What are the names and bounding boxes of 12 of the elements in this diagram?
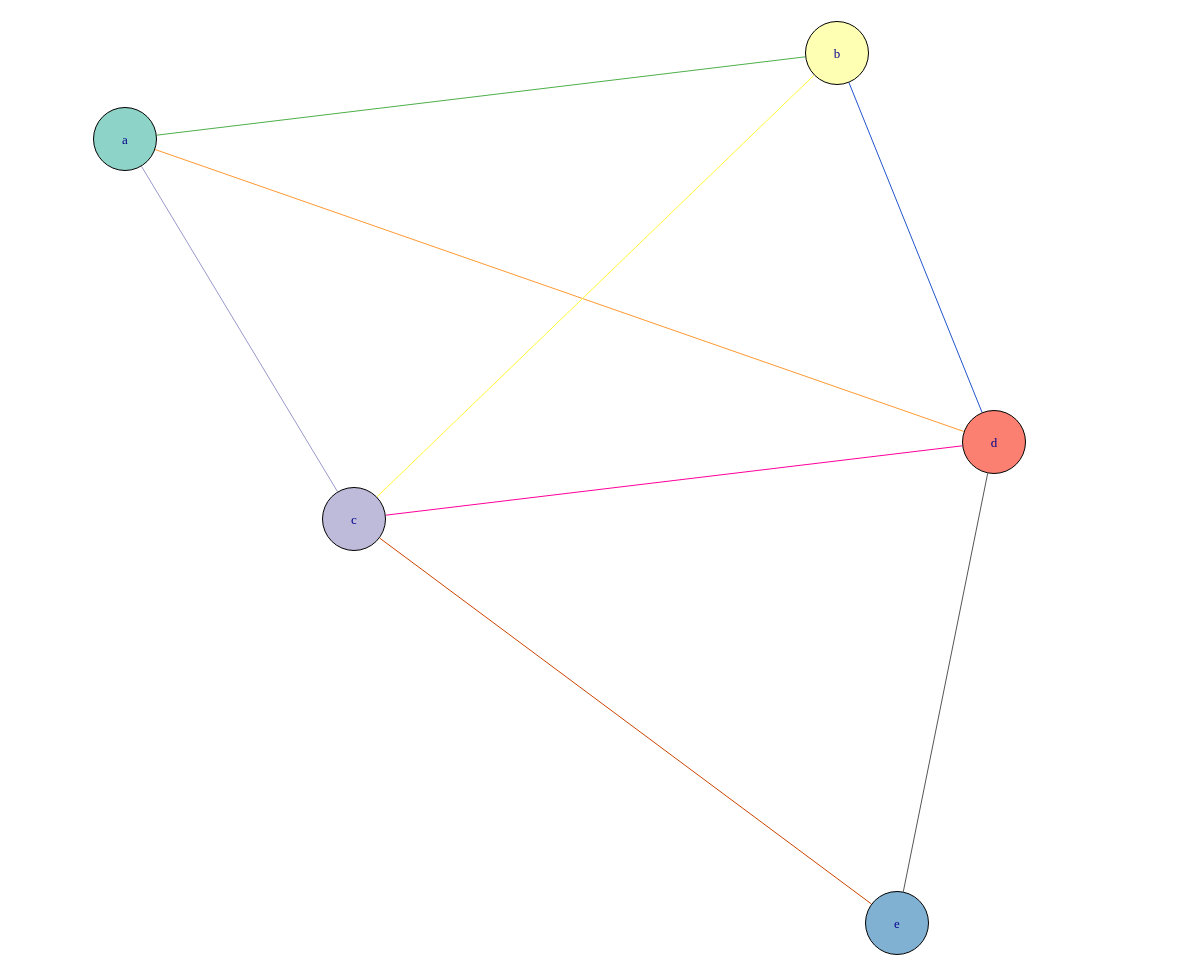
connector-line (141, 165, 338, 493)
node-label: e (894, 916, 900, 930)
node-label: d (990, 435, 998, 449)
connector-line (156, 56, 806, 136)
connector-line (902, 472, 989, 893)
connector-line (376, 74, 815, 498)
node-label: b (833, 46, 841, 60)
node-label: c (351, 512, 357, 526)
connector-line (379, 537, 872, 905)
connector-line (385, 445, 963, 516)
node-label: a (122, 132, 128, 146)
connector-line (848, 82, 983, 413)
